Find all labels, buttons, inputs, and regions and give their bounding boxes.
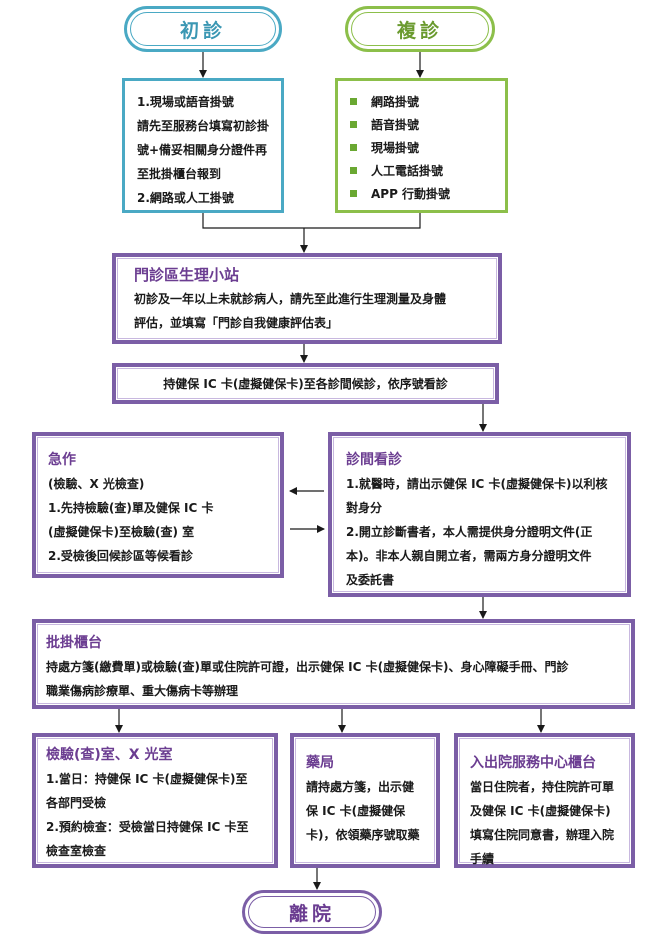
return-visit-box: 網路掛號 語音掛號 現場掛號 人工電話掛號 APP 行動掛號 — [335, 78, 508, 213]
lab-line: 2.預約檢查：受檢當日持健保 IC 卡至 — [46, 820, 249, 834]
admission-line: 當日住院者，持住院許可單 — [470, 780, 615, 794]
consult-line: 1.就醫時，請出示健保 IC 卡(虛擬健保卡)以利核 — [346, 477, 608, 491]
square-bullet-icon — [350, 98, 357, 105]
lab-line: 檢查室檢查 — [46, 844, 107, 858]
emergency-line: 2.受檢後回候診區等候看診 — [48, 549, 193, 563]
return-visit-item: APP 行動掛號 — [350, 182, 505, 205]
lab-line: 各部門受檢 — [46, 796, 107, 810]
consult-line: 2.開立診斷書者，本人需提供身分證明文件(正 — [346, 525, 593, 539]
counter-box: 批掛櫃台 持處方箋(繳費單)或檢驗(查)單或住院許可證，出示健保 IC 卡(虛擬… — [32, 619, 635, 709]
consult-line: 及委託書 — [346, 573, 395, 587]
pharmacy-box: 藥局 請持處方箋，出示健 保 IC 卡(虛擬健保 卡)，依領藥序號取藥 — [290, 733, 440, 868]
lab-box: 檢驗(查)室、X 光室 1.當日：持健保 IC 卡(虛擬健保卡)至 各部門受檢 … — [32, 733, 278, 868]
first-visit-line: 2.網路或人工掛號 — [137, 191, 234, 205]
return-visit-item-label: APP 行動掛號 — [371, 186, 451, 201]
return-visit-item-label: 網路掛號 — [371, 94, 420, 109]
consult-box: 診間看診 1.就醫時，請出示健保 IC 卡(虛擬健保卡)以利核 對身分 2.開立… — [328, 432, 631, 597]
admission-line: 填寫住院同意書，辦理入院 — [470, 828, 615, 842]
pharmacy-line: 請持處方箋，出示健 — [306, 780, 415, 794]
lab-title: 檢驗(查)室、X 光室 — [46, 747, 173, 763]
return-visit-label: 複診 — [396, 19, 443, 42]
first-visit-label: 初診 — [179, 19, 226, 42]
return-visit-item: 語音掛號 — [350, 113, 505, 136]
pharmacy-line: 保 IC 卡(虛擬健保 — [306, 804, 406, 818]
emergency-line: (檢驗、X 光檢查) — [48, 477, 145, 491]
station-box: 門診區生理小站 初診及一年以上未就診病人，請先至此進行生理測量及身體 評估，並填… — [112, 253, 502, 344]
first-visit-line: 請先至服務台填寫初診掛 — [137, 119, 270, 133]
counter-line: 持處方箋(繳費單)或檢驗(查)單或住院許可證，出示健保 IC 卡(虛擬健保卡)、… — [46, 660, 569, 674]
emergency-line: 1.先持檢驗(查)單及健保 IC 卡 — [48, 501, 214, 515]
consult-line: 本)。非本人親自開立者，需兩方身分證明文件 — [346, 549, 592, 563]
first-visit-line: 號+備妥相關身分證件再 — [137, 143, 268, 157]
exit-label: 離院 — [288, 902, 335, 925]
admission-line: 及健保 IC 卡(虛擬健保卡) — [470, 804, 611, 818]
emergency-title: 急作 — [48, 452, 76, 468]
wait-box: 持健保 IC 卡(虛擬健保卡)至各診間候診，依序號看診 — [112, 363, 499, 404]
station-line: 評估，並填寫「門診自我健康評估表」 — [134, 316, 339, 330]
emergency-line: (虛擬健保卡)至檢驗(查) 室 — [48, 525, 195, 539]
station-title: 門診區生理小站 — [134, 266, 240, 284]
square-bullet-icon — [350, 190, 357, 197]
emergency-box: 急作 (檢驗、X 光檢查) 1.先持檢驗(查)單及健保 IC 卡 (虛擬健保卡)… — [32, 432, 284, 578]
return-visit-item: 網路掛號 — [350, 90, 505, 113]
first-visit-line: 1.現場或語音掛號 — [137, 95, 234, 109]
return-visit-item-label: 現場掛號 — [371, 140, 420, 155]
counter-line: 職業傷病診療單、重大傷病卡等辦理 — [46, 684, 239, 698]
connector-merge — [202, 213, 421, 229]
return-visit-pill: 複診 — [345, 6, 495, 52]
admission-line: 手續 — [470, 852, 495, 866]
square-bullet-icon — [350, 121, 357, 128]
admission-title: 入出院服務中心櫃台 — [470, 755, 596, 771]
square-bullet-icon — [350, 167, 357, 174]
first-visit-box: 1.現場或語音掛號 請先至服務台填寫初診掛 號+備妥相關身分證件再 至批掛櫃台報… — [122, 78, 284, 213]
return-visit-item: 現場掛號 — [350, 136, 505, 159]
counter-title: 批掛櫃台 — [46, 635, 102, 651]
station-line: 初診及一年以上未就診病人，請先至此進行生理測量及身體 — [134, 292, 447, 306]
admission-box: 入出院服務中心櫃台 當日住院者，持住院許可單 及健保 IC 卡(虛擬健保卡) 填… — [454, 733, 635, 868]
consult-title: 診間看診 — [346, 452, 402, 468]
lab-line: 1.當日：持健保 IC 卡(虛擬健保卡)至 — [46, 772, 248, 786]
return-visit-item-label: 語音掛號 — [371, 117, 420, 132]
return-visit-item-label: 人工電話掛號 — [371, 163, 444, 178]
pharmacy-title: 藥局 — [306, 755, 334, 771]
return-visit-item: 人工電話掛號 — [350, 159, 505, 182]
first-visit-line: 至批掛櫃台報到 — [137, 167, 222, 181]
consult-line: 對身分 — [346, 501, 383, 515]
first-visit-pill: 初診 — [124, 6, 282, 52]
exit-pill: 離院 — [242, 890, 382, 934]
square-bullet-icon — [350, 144, 357, 151]
wait-text: 持健保 IC 卡(虛擬健保卡)至各診間候診，依序號看診 — [163, 376, 448, 391]
pharmacy-line: 卡)，依領藥序號取藥 — [306, 828, 420, 842]
